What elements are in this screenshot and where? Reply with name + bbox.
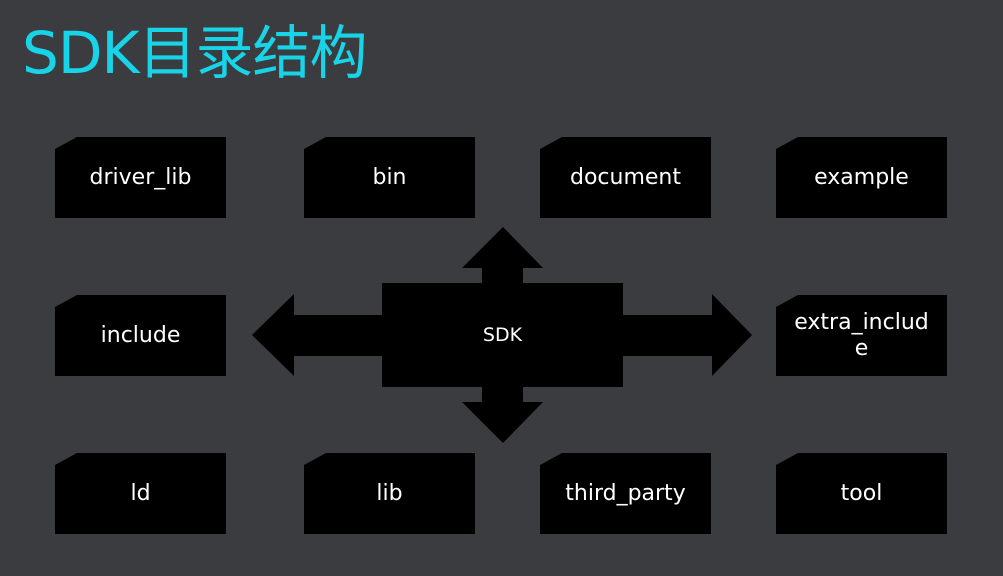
up-arrow-shape — [462, 227, 543, 283]
folder-example: example — [776, 137, 947, 218]
folder-extra-include: extra_include — [776, 295, 947, 376]
right-arrow-shape — [623, 294, 752, 376]
left-arrow-shape — [252, 294, 382, 376]
folder-tool: tool — [776, 453, 947, 534]
slide-title: SDK目录结构 — [22, 19, 368, 87]
folder-include: include — [55, 295, 226, 376]
folder-bin: bin — [304, 137, 475, 218]
folder-third-party: third_party — [540, 453, 711, 534]
folder-lib: lib — [304, 453, 475, 534]
sdk-center-label: SDK — [482, 324, 523, 346]
down-arrow-shape — [462, 387, 543, 443]
folder-document: document — [540, 137, 711, 218]
sdk-center-box — [382, 283, 623, 387]
folder-ld: ld — [55, 453, 226, 534]
folder-driver-lib: driver_lib — [55, 137, 226, 218]
